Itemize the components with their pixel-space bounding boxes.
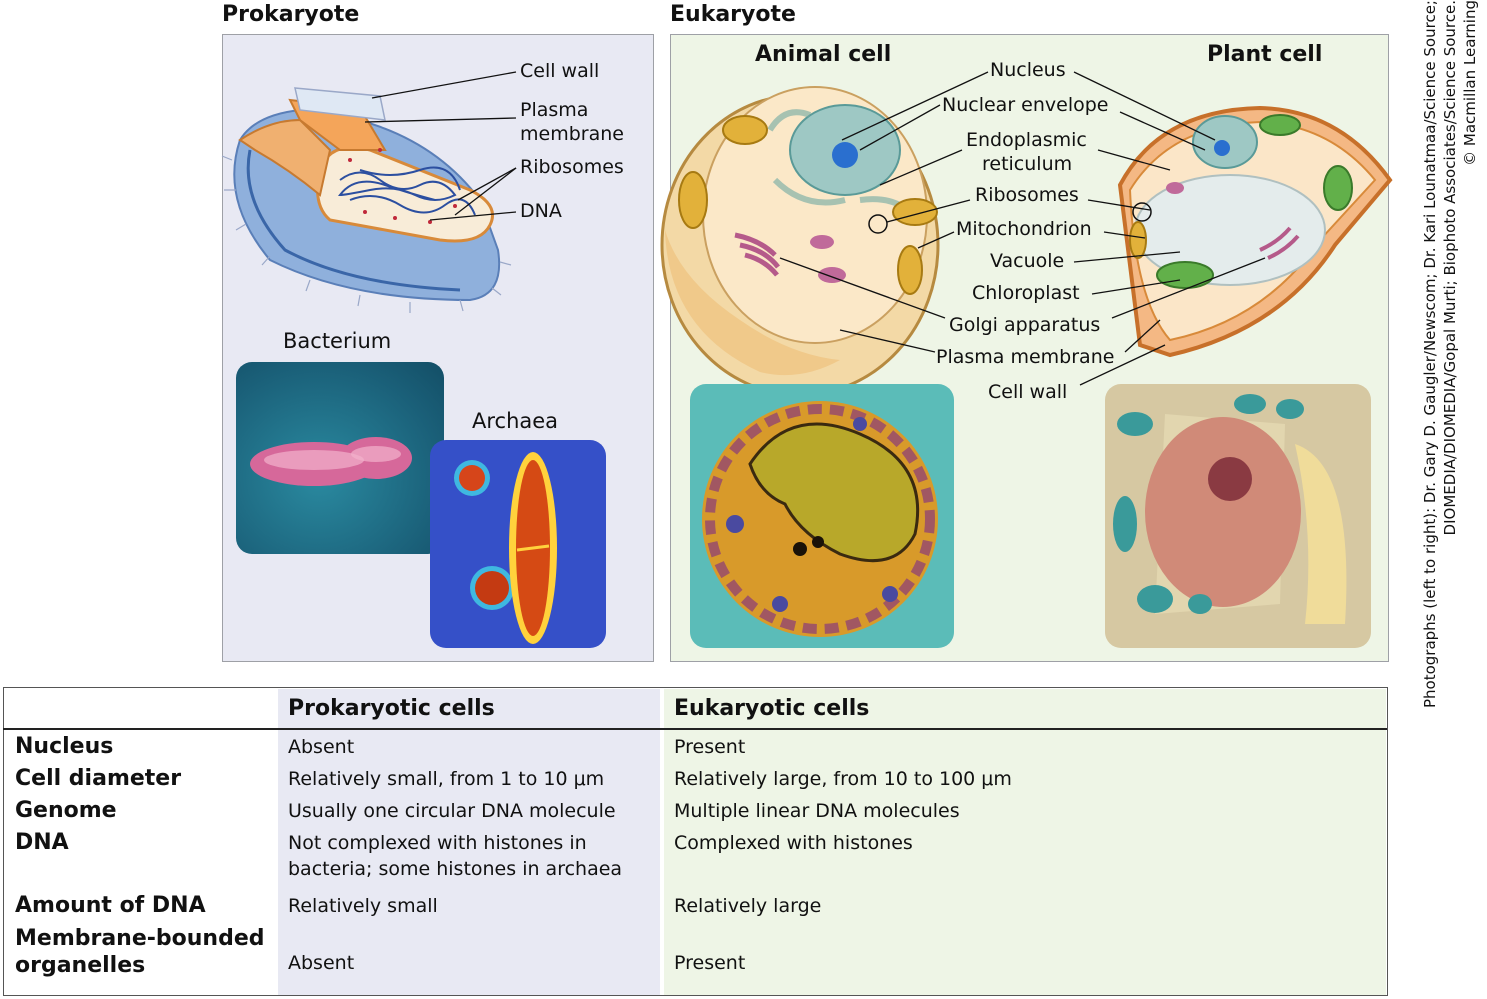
label-bacterium: Bacterium — [283, 329, 392, 353]
label-nuclear-envelope: Nuclear envelope — [942, 94, 1109, 116]
plant-cell-illustration — [1117, 105, 1393, 358]
label-cell-wall-eukaryote: Cell wall — [988, 381, 1068, 403]
row-label-genome: Genome — [15, 798, 117, 823]
label-golgi-apparatus: Golgi apparatus — [949, 314, 1101, 336]
credit-line-3: © Macmillan Learning — [1461, 0, 1479, 166]
photo-credit: Photographs (left to right): Dr. Gary D.… — [1420, 0, 1480, 735]
label-plasma-membrane-prokaryote-2: membrane — [520, 123, 624, 145]
label-mitochondrion: Mitochondrion — [956, 218, 1092, 240]
label-plasma-membrane-prokaryote-1: Plasma — [520, 99, 589, 121]
label-dna-prokaryote: DNA — [520, 200, 562, 222]
cell-dna-prokaryotic-1: Not complexed with histones in — [288, 832, 587, 854]
cell-genome-eukaryotic: Multiple linear DNA molecules — [674, 800, 960, 822]
label-chloroplast: Chloroplast — [972, 282, 1080, 304]
eukaryotic-column-bg — [664, 689, 1386, 995]
cell-genome-prokaryotic: Usually one circular DNA molecule — [288, 800, 616, 822]
cell-dna-prokaryotic-2: bacteria; some histones in archaea — [288, 858, 623, 880]
label-ribosomes-eukaryote: Ribosomes — [975, 184, 1079, 206]
credit-line-1: Photographs (left to right): Dr. Gary D.… — [1421, 0, 1439, 709]
label-nucleus: Nucleus — [990, 59, 1066, 81]
label-er-1: Endoplasmic — [966, 129, 1087, 151]
row-label-amount-of-dna: Amount of DNA — [15, 893, 206, 918]
label-vacuole: Vacuole — [990, 250, 1065, 272]
row-label-nucleus: Nucleus — [15, 734, 114, 759]
cell-dna-eukaryotic: Complexed with histones — [674, 832, 913, 854]
label-cell-wall-prokaryote: Cell wall — [520, 60, 600, 82]
credit-line-2: DIOMEDIA/DIOMEDIA/Gopal Murti; Biophoto … — [1441, 0, 1459, 536]
table-header-rule — [3, 728, 1387, 730]
cell-amount-dna-eukaryotic: Relatively large — [674, 895, 822, 917]
cell-amount-dna-prokaryotic: Relatively small — [288, 895, 438, 917]
eukaryote-leader-lines — [779, 71, 1266, 386]
cell-nucleus-eukaryotic: Present — [674, 736, 746, 758]
cell-organelles-prokaryotic: Absent — [288, 952, 355, 974]
label-er-2: reticulum — [982, 153, 1073, 175]
cell-organelles-eukaryotic: Present — [674, 952, 746, 974]
row-label-cell-diameter: Cell diameter — [15, 766, 182, 791]
column-header-prokaryotic: Prokaryotic cells — [288, 696, 495, 721]
animal-cell-illustration — [660, 86, 940, 397]
animal-cell-heading: Animal cell — [755, 42, 892, 67]
row-label-membrane-bounded-1: Membrane-bounded — [15, 926, 265, 951]
label-plasma-membrane-eukaryote: Plasma membrane — [936, 346, 1115, 368]
animal-cell-photo — [690, 384, 954, 648]
column-header-eukaryotic: Eukaryotic cells — [674, 696, 870, 721]
comparison-table — [3, 687, 1388, 996]
prokaryote-leader-lines — [364, 71, 517, 221]
plant-cell-heading: Plant cell — [1207, 42, 1323, 67]
cell-diameter-prokaryotic: Relatively small, from 1 to 10 μm — [288, 768, 605, 790]
plant-cell-photo — [1105, 384, 1371, 648]
prokaryotic-column-bg — [278, 689, 660, 995]
label-archaea: Archaea — [472, 409, 559, 433]
eukaryote-heading: Eukaryote — [670, 2, 796, 27]
cell-diameter-eukaryotic: Relatively large, from 10 to 100 μm — [674, 768, 1012, 790]
cell-nucleus-prokaryotic: Absent — [288, 736, 355, 758]
prokaryote-heading: Prokaryote — [222, 2, 360, 27]
row-label-dna: DNA — [15, 830, 69, 855]
row-label-membrane-bounded-2: organelles — [15, 953, 146, 978]
bacterium-photo — [236, 362, 444, 554]
label-ribosomes-prokaryote: Ribosomes — [520, 156, 624, 178]
prokaryote-interior — [238, 87, 494, 243]
archaea-photo — [430, 440, 606, 648]
